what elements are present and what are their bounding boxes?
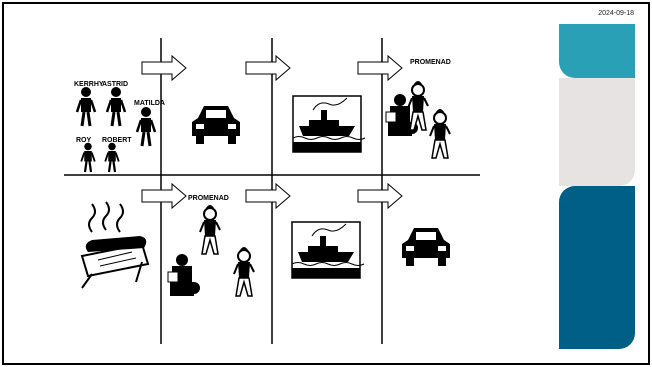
teal-accent-block: [559, 24, 635, 78]
name-label-robert: ROBERT: [102, 137, 132, 144]
name-label-kerrhy: KERRHY: [74, 81, 104, 88]
promenad-label-bottom: PROMENAD: [188, 195, 229, 202]
slide-date: 2024-09-18: [598, 10, 634, 17]
name-label-roy: ROY: [76, 137, 92, 144]
name-label-matilda: MATILDA: [134, 100, 165, 107]
promenad-label-top: PROMENAD: [410, 59, 451, 66]
name-label-astrid: ASTRID: [102, 81, 128, 88]
comic-strip-image: KERRHY ASTRID MATILDA ROY ROBERT PROMENA…: [64, 38, 480, 344]
navy-accent-block: [559, 186, 635, 349]
gray-accent-block: [559, 78, 635, 186]
